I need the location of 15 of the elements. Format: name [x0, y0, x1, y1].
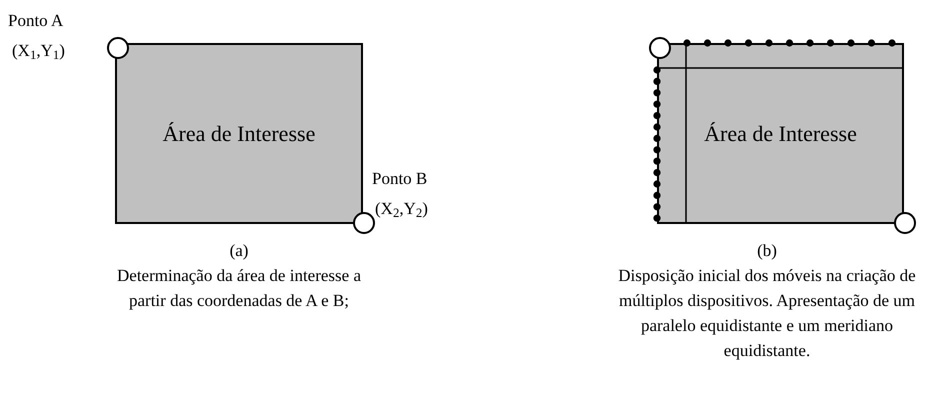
point-marker [107, 37, 129, 59]
panel-label: (b) [756, 240, 778, 262]
area-title: Área de Interesse [704, 120, 857, 148]
point-marker [649, 37, 671, 59]
area-rectangle [115, 43, 363, 224]
point-marker [894, 212, 916, 234]
point-name: Ponto A [8, 10, 64, 32]
point-marker [353, 212, 375, 234]
panel-caption: Disposição inicial dos móveis na criação de múltiplos dispositivos. Apresentação de um paralelo equidistante e um meridiano equidistante. [617, 265, 917, 362]
point-coordinates: (X$_{1}$,Y$_{1}$) [12, 40, 65, 62]
panel-label: (a) [228, 240, 250, 262]
area-title: Área de Interesse [162, 120, 316, 148]
panel-caption: Determinação da área de interesse a partir das coordenadas de A e B; [116, 265, 362, 312]
point-coordinates: (X$_{2}$,Y$_{2}$) [375, 198, 428, 220]
point-name: Ponto B [372, 168, 428, 190]
